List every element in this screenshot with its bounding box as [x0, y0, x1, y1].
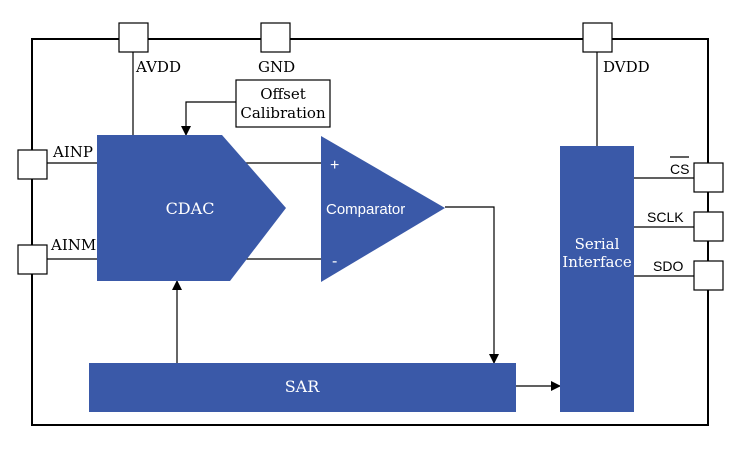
sclk-pin: [693, 211, 724, 242]
comparator-minus-label: -: [332, 253, 337, 270]
ainm-label: AINM: [50, 236, 96, 254]
comparator-label: Comparator: [326, 201, 405, 218]
sdo-label: SDO: [653, 258, 683, 274]
offset-calibration-box: [235, 79, 331, 128]
sclk-label: SCLK: [647, 209, 684, 225]
offset-calibration-line2: Calibration: [240, 104, 326, 122]
ainm-pin: [17, 244, 48, 275]
serial-interface-line2: Interface: [562, 253, 632, 271]
avdd-pin: [118, 22, 149, 53]
offset-calibration-line1: Offset: [260, 85, 306, 103]
cs-label: CS: [670, 161, 689, 177]
cdac-block: [97, 135, 286, 281]
pins: [17, 22, 724, 291]
comparator-to-sar-wire: [445, 206, 499, 364]
sar-label: SAR: [285, 377, 321, 396]
cdac-label: CDAC: [166, 199, 215, 218]
dvdd-pin: [582, 22, 613, 53]
offset-cal-wire: [181, 101, 236, 136]
wires: [46, 52, 694, 391]
cs-pin: [693, 162, 724, 193]
ainp-label: AINP: [52, 143, 93, 161]
ainp-pin: [17, 149, 48, 180]
comparator-plus-label: +: [330, 157, 339, 174]
serial-interface-block: [560, 146, 634, 412]
dvdd-label: DVDD: [603, 58, 650, 76]
sar-block: [89, 363, 516, 412]
comparator-block: [321, 136, 445, 282]
avdd-label: AVDD: [135, 58, 181, 76]
sdo-pin: [693, 260, 724, 291]
serial-interface-line1: Serial: [575, 235, 620, 253]
gnd-pin: [260, 22, 291, 53]
gnd-label: GND: [258, 58, 295, 76]
